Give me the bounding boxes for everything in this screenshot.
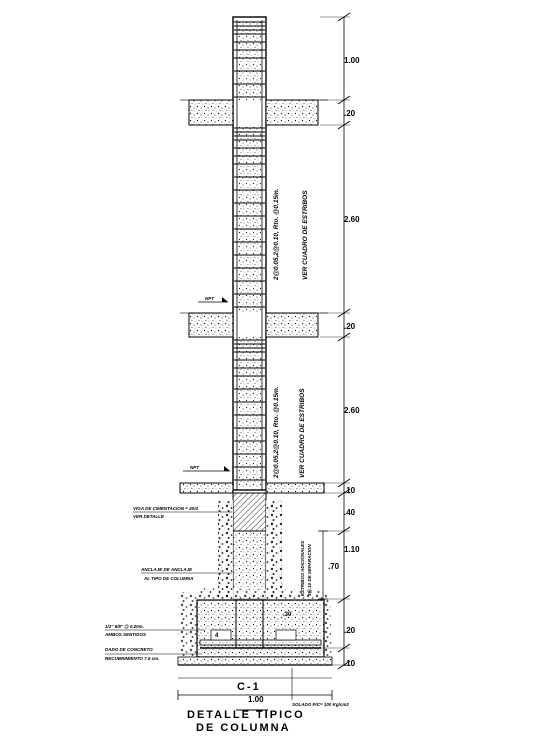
rebar-note-upper: 2@0.05,2@0.10, Rto. @0.15m. — [273, 188, 280, 281]
dim-1-00: 1.00 — [344, 56, 360, 65]
dim-0-40: .40 — [344, 508, 356, 517]
column-shaft — [232, 16, 267, 491]
column-stirrups — [234, 21, 265, 481]
inner-dimension — [318, 530, 328, 600]
base-slab-label: SOLADO P/C= 100 Kg/cm2 — [292, 702, 349, 707]
right-dimension-chain — [320, 12, 351, 670]
dim-1-10: 1.10 — [344, 545, 360, 554]
footing-rebar-note-2: AMBOS SENTIDOS — [104, 632, 146, 637]
dim-0-70: .70 — [328, 562, 340, 571]
foundation-beam-note-1: VIGA DE CIMENTACION = 40/4 — [133, 506, 198, 511]
dim-0-20-upper: .20 — [344, 109, 356, 118]
ground-slab — [179, 482, 325, 494]
dim-2-60-upper: 2.60 — [344, 215, 360, 224]
upper-slab — [180, 99, 328, 126]
column-tag: C-1 — [237, 681, 261, 693]
concrete-note-2: RECUBRIMIENTO 7.5 cm. — [105, 656, 159, 661]
rebar-note-lower: 2@0.05,2@0.10, Rto. @0.15m. — [273, 386, 280, 479]
middle-slab — [180, 312, 328, 338]
npt-lower-tag: NPT — [183, 465, 230, 472]
foundation-beam — [232, 492, 267, 532]
hook-note-2: AL TIPO DE COLUMNA — [143, 576, 193, 581]
pedestal — [217, 499, 283, 601]
drawing-title-line-2: DE COLUMNA — [196, 722, 291, 734]
npt-lower-label: NPT — [190, 465, 200, 470]
footing-inner-label: 4 — [215, 633, 219, 639]
concrete-note-1: DADO DE CONCRETO — [105, 647, 153, 652]
dim-0-10-lower: .10 — [344, 659, 356, 668]
additional-note-2: 3@.10 DE SEPARACION — [307, 544, 312, 596]
npt-upper-label: NPT — [205, 296, 215, 301]
dim-0-20-middle: .20 — [344, 322, 356, 331]
hook-note-1: ANCLAJE DE ANCLAJE — [140, 567, 193, 572]
footing-rebar-note-1: 1/2" 5/8" @ 0.20m. — [105, 624, 144, 629]
right-dimension-labels: 1.00 .20 2.60 .20 2.60 .10 .40 1.10 .70 … — [328, 56, 360, 668]
footing-width-dimension: 1.00 — [177, 677, 333, 704]
stirrups-note-upper: VER CUADRO DE ESTRIBOS — [302, 190, 309, 280]
drawing-title-line-1: DETALLE TIPICO — [187, 709, 305, 721]
dim-0-20-lower: .20 — [344, 626, 356, 635]
dim-2-60-lower: 2.60 — [344, 406, 360, 415]
pedestal-width-label: .30 — [283, 612, 292, 618]
stirrups-note-lower: VER CUADRO DE ESTRIBOS — [299, 388, 306, 478]
left-callouts: VIGA DE CIMENTACION = 40/4 VER DETALLE A… — [104, 506, 232, 661]
foundation-beam-note-2: VER DETALLE — [133, 514, 165, 519]
additional-note-1: ESTRIBOS ADICIONALES — [300, 541, 305, 596]
footing-width-label: 1.00 — [248, 695, 264, 704]
dim-0-10-upper: .10 — [344, 486, 356, 495]
npt-upper-tag: NPT — [198, 296, 228, 303]
base-slab-note: SOLADO P/C= 100 Kg/cm2 — [291, 668, 349, 707]
footing: 4 .30 — [177, 588, 333, 666]
vertical-notes: 2@0.05,2@0.10, Rto. @0.15m. VER CUADRO D… — [273, 188, 312, 596]
